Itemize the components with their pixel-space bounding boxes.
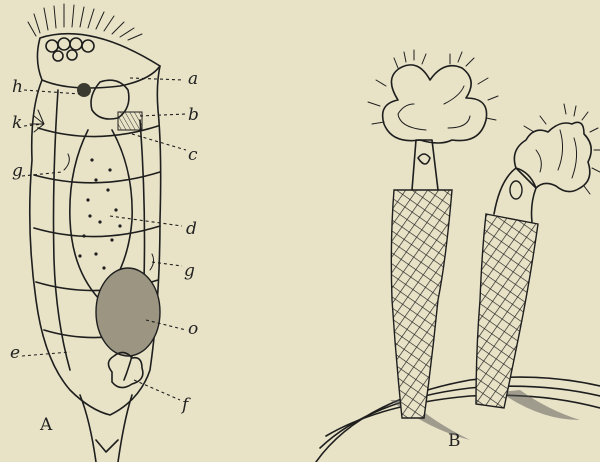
corona-right-inner [536, 130, 577, 178]
flame-cell-upper [64, 154, 69, 170]
label-leaders [22, 78, 186, 400]
rotifer-drawing [28, 4, 161, 462]
jaw-left [418, 154, 430, 164]
label-c: c [188, 145, 198, 165]
tube-right [476, 214, 538, 408]
neck-right [494, 168, 536, 222]
label-k: k [12, 113, 22, 133]
substrate-shadow-right [500, 390, 580, 420]
label-b: b [188, 105, 199, 125]
ovary [96, 268, 160, 356]
excretory-canal-left [54, 90, 71, 370]
corona-left-cilia [368, 50, 498, 124]
label-g-upper: g [12, 161, 23, 181]
jaw-hatch [118, 112, 142, 130]
label-f: f [180, 395, 191, 415]
corona-left [383, 65, 487, 143]
jaw-right [510, 181, 522, 199]
label-e: e [10, 343, 20, 363]
label-g-lower: g [184, 261, 195, 281]
tube-left [391, 190, 452, 418]
label-a: a [188, 69, 198, 89]
contractile-vesicle [108, 352, 142, 387]
eye-spot [77, 83, 91, 97]
label-o: o [188, 319, 198, 339]
caption-a: A [39, 415, 53, 435]
corona-right [514, 122, 591, 191]
tube-rotifers-drawing [316, 50, 600, 462]
stomach-granules [78, 158, 121, 269]
label-d: d [186, 219, 197, 239]
label-h: h [12, 77, 23, 97]
corona-left-inner [398, 86, 470, 130]
caption-b: B [448, 431, 461, 451]
neck-left [412, 140, 438, 190]
corona-cells [46, 38, 94, 61]
